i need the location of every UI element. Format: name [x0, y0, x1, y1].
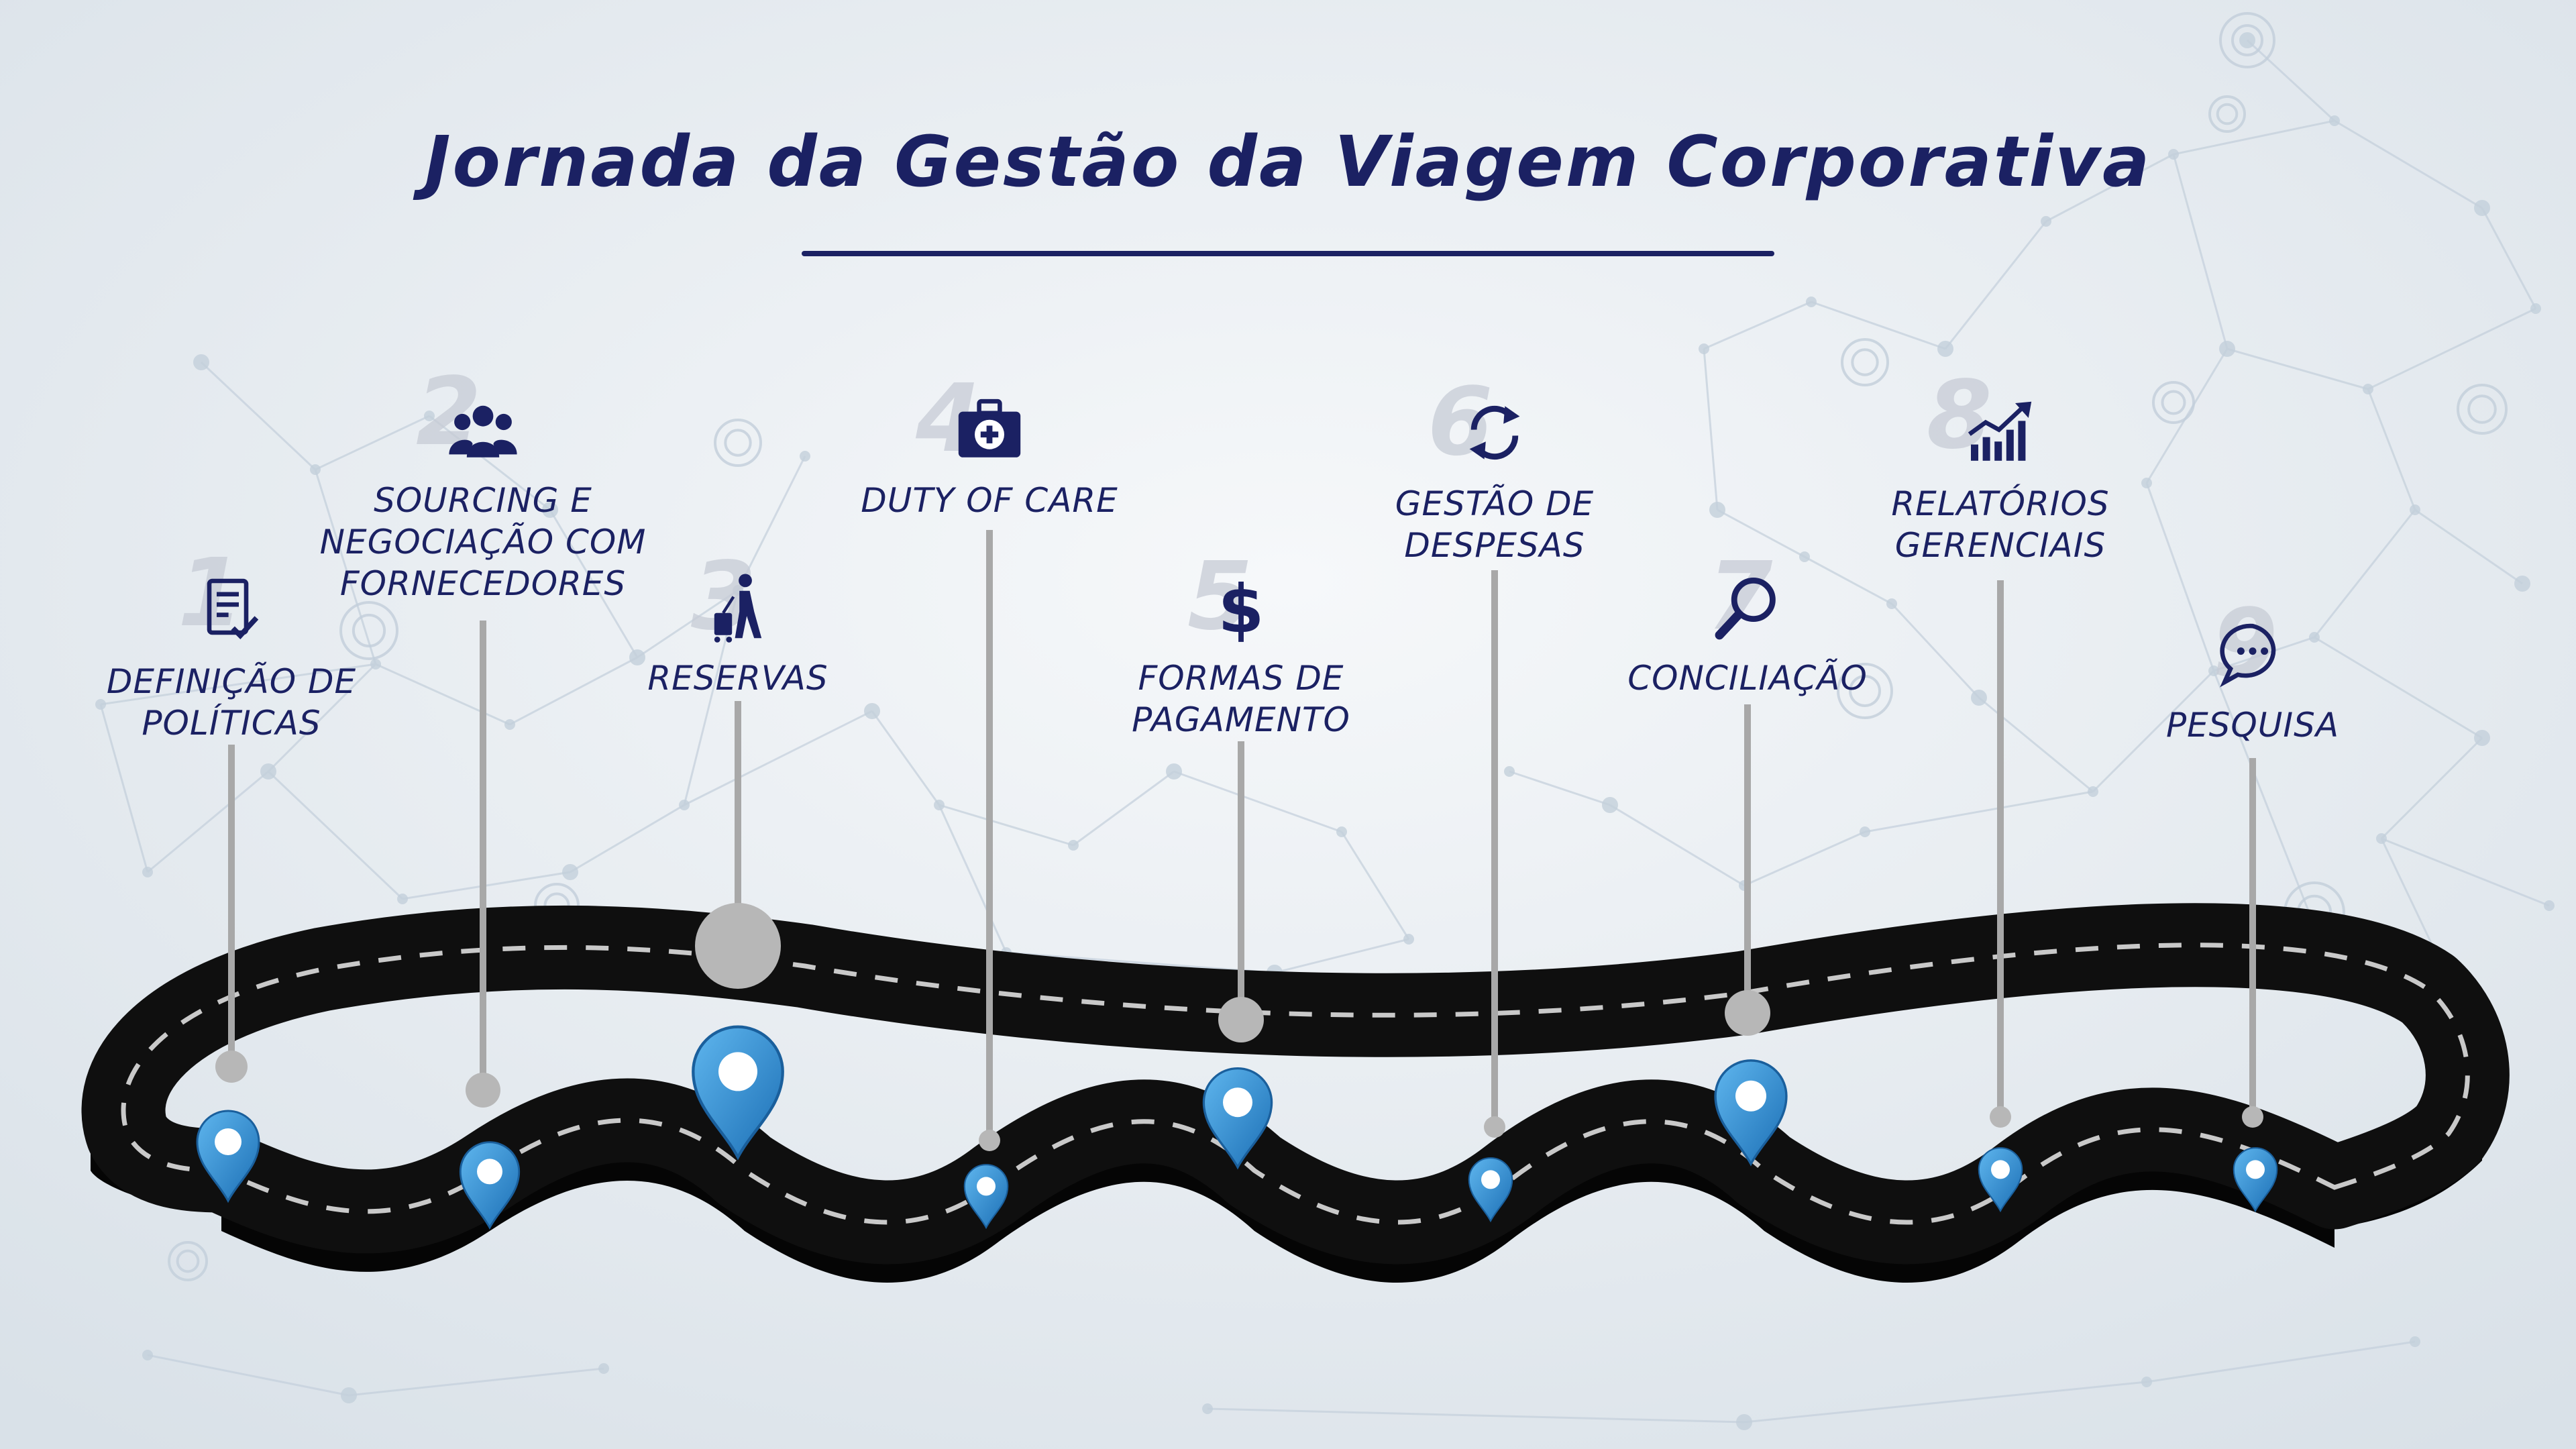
step-knob — [1990, 1106, 2011, 1128]
magnifier-icon — [1715, 578, 1776, 640]
step-knob — [1484, 1116, 1505, 1138]
svg-text:$: $ — [1218, 571, 1265, 644]
location-pin-icon — [963, 1164, 1009, 1230]
document-check-icon — [207, 578, 259, 639]
step-knob — [979, 1130, 1000, 1151]
step-label: CONCILIAÇÃO — [1627, 659, 1868, 698]
first-aid-kit-icon — [958, 398, 1021, 458]
step-conciliacao: 7 CONCILIAÇÃO — [1513, 550, 1982, 699]
step-knob — [695, 903, 781, 989]
location-pin-icon — [2233, 1147, 2278, 1213]
refresh-arrows-icon — [1469, 405, 1520, 460]
step-pesquisa: 9 PESQUISA — [2018, 597, 2487, 746]
location-pin-icon — [459, 1141, 521, 1230]
step-knob — [1725, 990, 1770, 1036]
step-label: FORMAS DE PAGAMENTO — [1132, 659, 1350, 739]
step-reservas: 3 RESERVAS — [503, 550, 973, 699]
step-gestao-de-despesas: 6 GESTÃO DE DESPESAS — [1260, 376, 1729, 566]
location-pin-icon — [196, 1110, 260, 1203]
step-relatorios-gerenciais: 8 RELATÓRIOS GERENCIAIS — [1766, 369, 2235, 566]
location-pin-icon — [1468, 1157, 1513, 1223]
step-label: DUTY OF CARE — [861, 481, 1118, 520]
step-label: RESERVAS — [647, 659, 828, 698]
step-label: SOURCING E NEGOCIAÇÃO COM FORNECEDORES — [319, 481, 647, 603]
people-group-icon — [449, 405, 517, 458]
step-number: 8 — [1927, 361, 1992, 470]
step-number: 5 — [1187, 542, 1253, 651]
step-definicao-de-politicas: 1 DEFINIÇÃO DE POLÍTICAS — [0, 547, 466, 744]
step-label: DEFINIÇÃO DE POLÍTICAS — [106, 662, 357, 743]
location-pin-icon — [692, 1025, 784, 1161]
page-title: Jornada da Gestão da Viagem Corporativa — [424, 121, 2152, 203]
location-pin-icon — [1202, 1067, 1273, 1170]
growth-chart-icon — [1968, 401, 2032, 461]
location-pin-icon — [1714, 1059, 1788, 1167]
step-knob — [2242, 1106, 2263, 1128]
road-lane-dashes — [121, 943, 2470, 1225]
step-knob — [215, 1051, 248, 1083]
step-label: GESTÃO DE DESPESAS — [1395, 484, 1595, 565]
step-number: 7 — [1707, 542, 1773, 651]
chat-bubble-icon — [2220, 623, 2276, 688]
traveler-luggage-icon — [714, 574, 762, 643]
step-knob — [466, 1073, 500, 1108]
step-label: RELATÓRIOS GERENCIAIS — [1891, 484, 2110, 565]
location-pin-icon — [1978, 1147, 2023, 1213]
step-knob — [1218, 997, 1264, 1042]
step-label: PESQUISA — [2165, 706, 2340, 745]
title-underline — [802, 251, 1774, 256]
dollar-sign-icon: $ — [1218, 571, 1265, 644]
step-formas-de-pagamento: 5 $ FORMAS DE PAGAMENTO — [1006, 550, 1476, 741]
step-duty-of-care: 4 DUTY OF CARE — [755, 372, 1224, 521]
step-sourcing-e-negociacao: 2 SOURCING E NEGOCIAÇÃO COM FORNECEDORES — [248, 366, 718, 604]
